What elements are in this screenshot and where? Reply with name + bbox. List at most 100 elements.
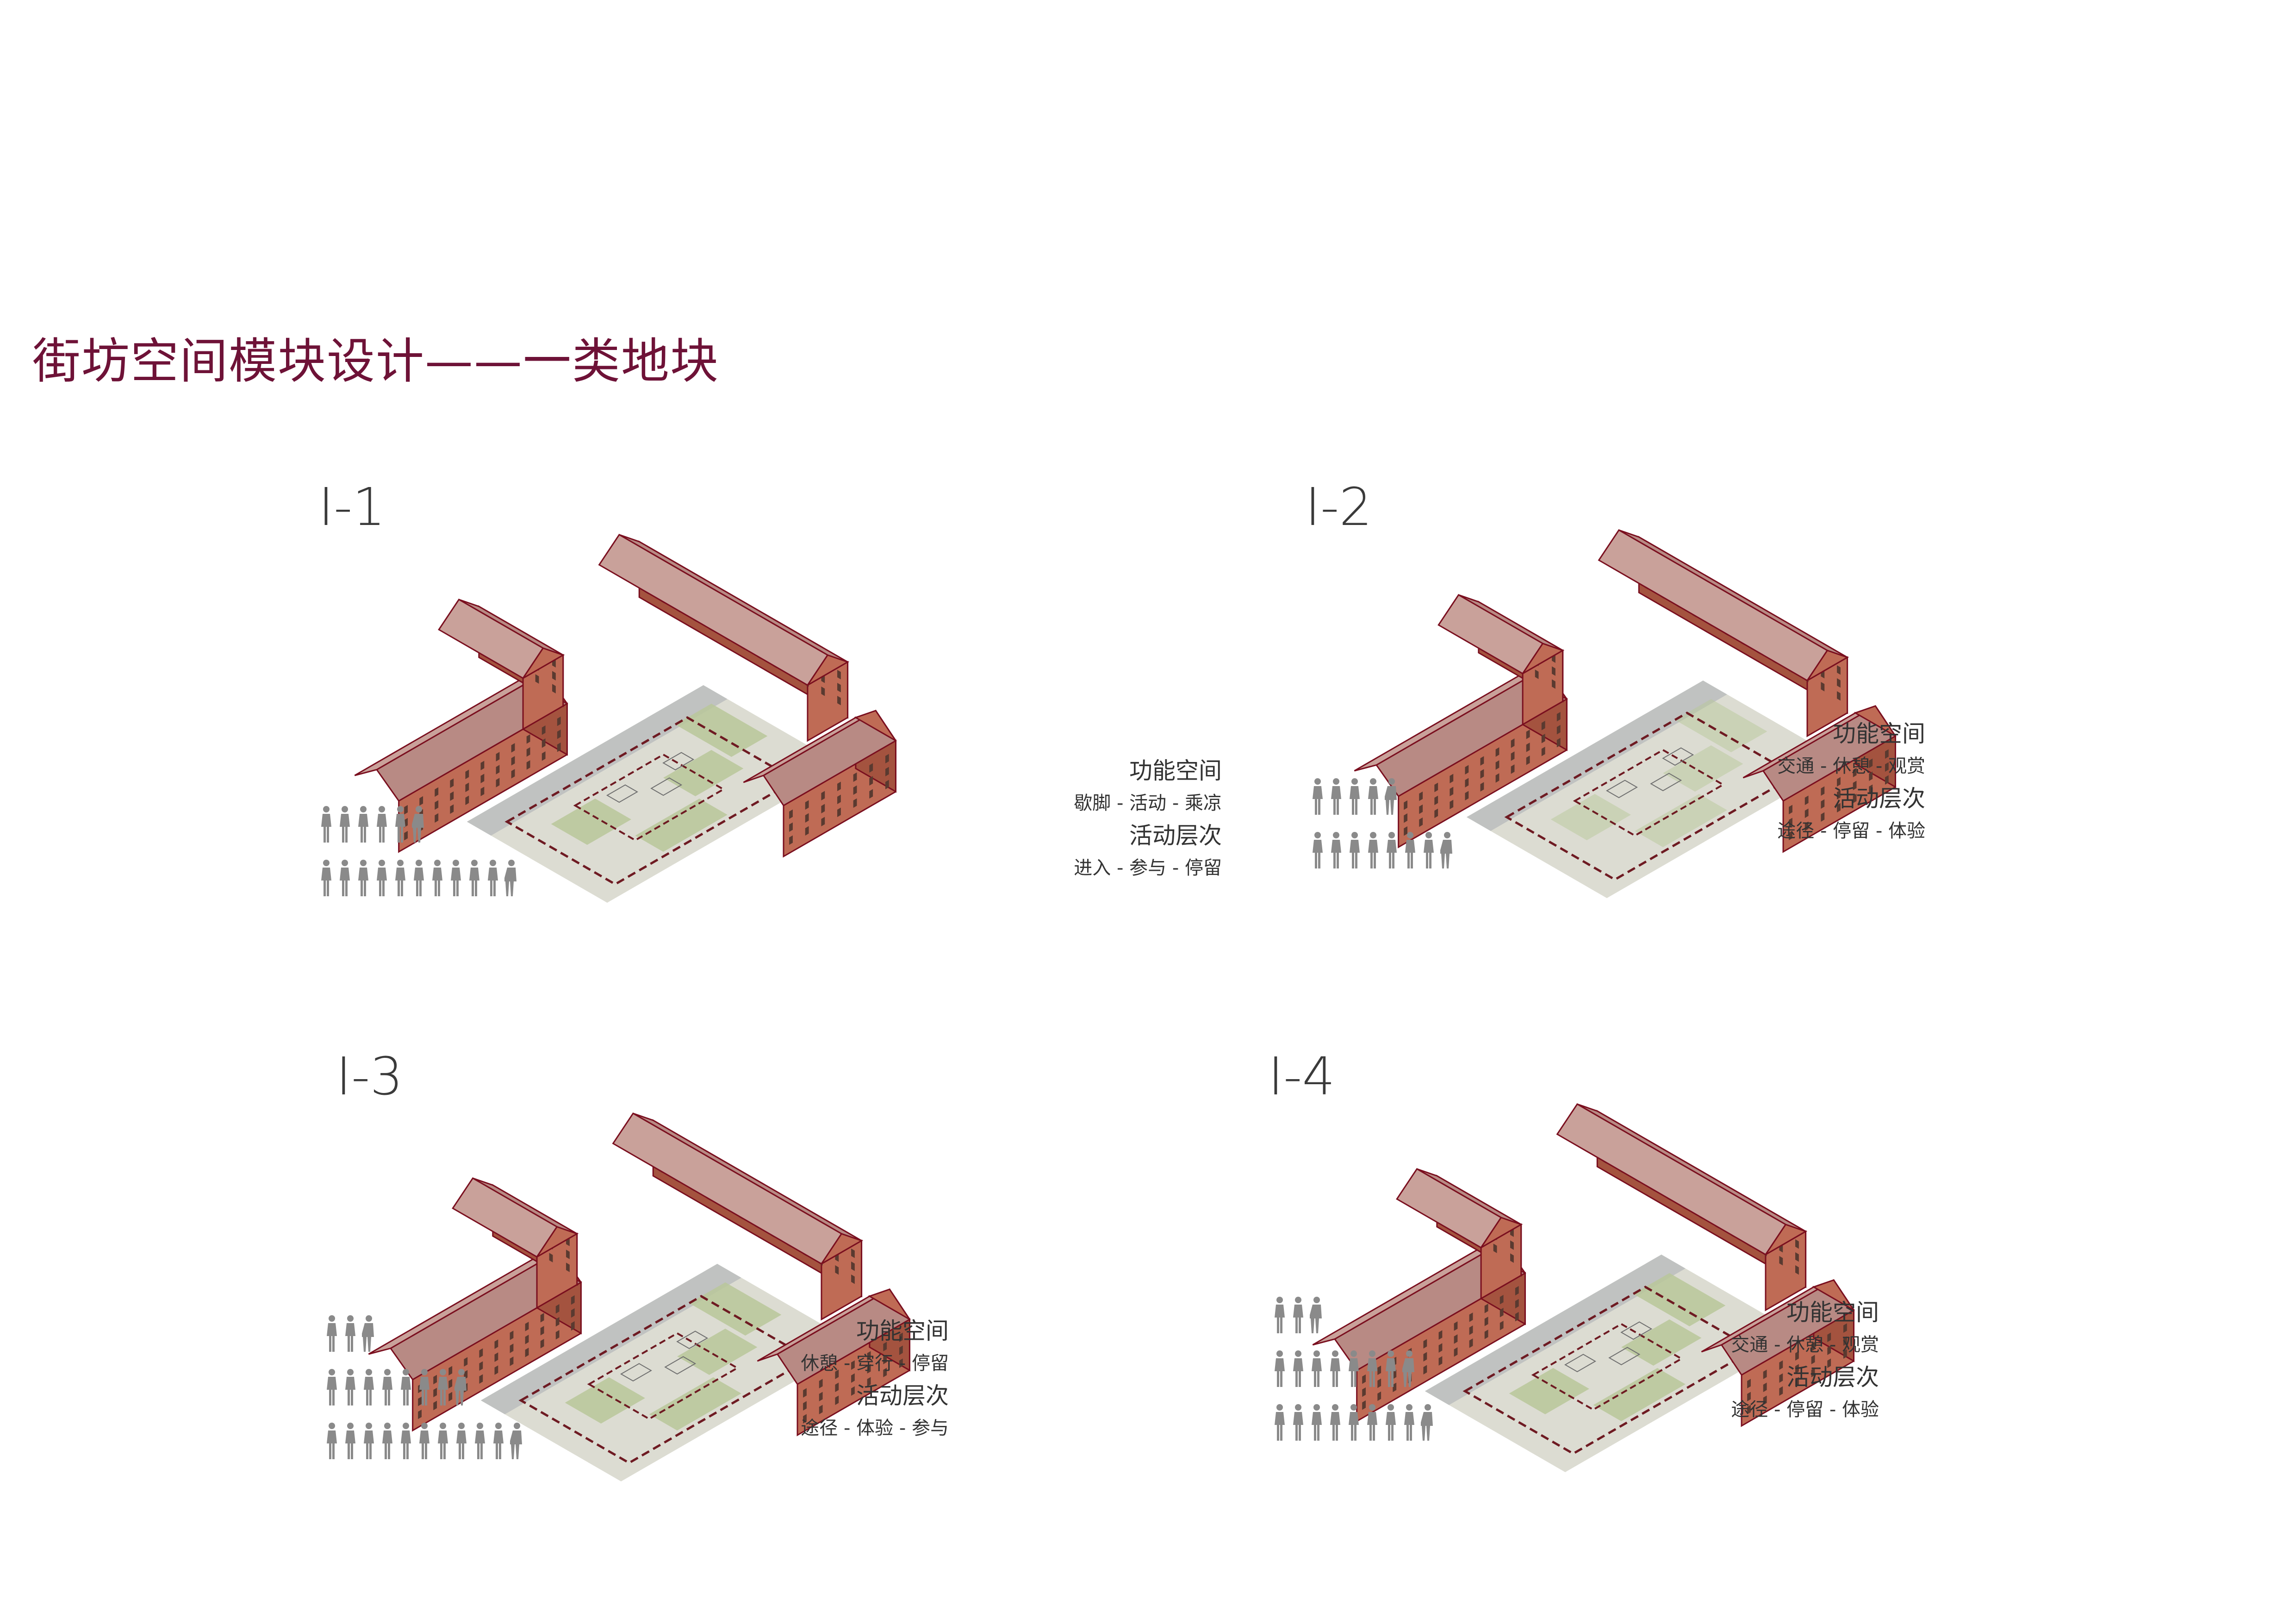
window bbox=[1495, 747, 1500, 757]
window bbox=[1510, 1240, 1514, 1250]
gable bbox=[807, 654, 850, 686]
green-patch bbox=[1633, 1273, 1726, 1326]
person-icon bbox=[327, 1423, 337, 1459]
person-icon bbox=[1424, 832, 1434, 868]
window bbox=[1377, 1391, 1381, 1401]
gable bbox=[1480, 1217, 1523, 1249]
window bbox=[1885, 762, 1889, 772]
window bbox=[1480, 769, 1484, 779]
window bbox=[1438, 1343, 1443, 1353]
person-icon bbox=[1312, 1350, 1322, 1387]
window bbox=[566, 1262, 570, 1272]
building-wing-south bbox=[743, 709, 897, 858]
window bbox=[1454, 1334, 1458, 1344]
window bbox=[821, 687, 825, 696]
person-icon bbox=[1293, 1404, 1303, 1441]
window bbox=[540, 1326, 544, 1336]
window bbox=[1484, 1304, 1488, 1313]
info-block: 功能空间 歇脚 - 活动 - 乘凉 活动层次 进入 - 参与 - 停留 bbox=[944, 755, 1222, 884]
gable bbox=[1522, 643, 1565, 675]
person-icon bbox=[1385, 778, 1397, 815]
person-icon bbox=[364, 1369, 374, 1405]
green-patch bbox=[1675, 699, 1767, 752]
person-icon bbox=[432, 860, 442, 896]
window bbox=[1821, 799, 1825, 809]
activity-zone-outline bbox=[587, 1332, 740, 1420]
window bbox=[525, 1335, 529, 1344]
window bbox=[494, 1339, 498, 1349]
window bbox=[557, 742, 561, 752]
pergola bbox=[1605, 780, 1638, 799]
window bbox=[1869, 771, 1873, 781]
window bbox=[1556, 725, 1561, 735]
window bbox=[1843, 1349, 1847, 1359]
building-wing-northwest bbox=[1396, 1168, 1523, 1300]
person-icon bbox=[438, 1369, 448, 1405]
people-row bbox=[1273, 1404, 1435, 1442]
person-icon bbox=[321, 860, 331, 896]
window bbox=[404, 805, 408, 815]
window bbox=[510, 1356, 514, 1366]
window bbox=[1804, 795, 1809, 805]
pergola bbox=[1608, 1347, 1641, 1366]
person-icon bbox=[327, 1369, 337, 1405]
window bbox=[1500, 1308, 1504, 1318]
window bbox=[867, 1377, 871, 1387]
window bbox=[435, 800, 439, 810]
window bbox=[1423, 1352, 1427, 1362]
window bbox=[1465, 791, 1469, 800]
window bbox=[835, 1265, 839, 1275]
person-icon bbox=[1275, 1350, 1285, 1387]
window bbox=[837, 696, 841, 706]
window bbox=[555, 1304, 560, 1314]
building-wing-east bbox=[598, 533, 850, 742]
window bbox=[1362, 1400, 1366, 1410]
building-wing-north bbox=[368, 1250, 582, 1432]
window bbox=[805, 826, 809, 836]
pergola bbox=[1650, 773, 1682, 792]
window bbox=[1552, 666, 1556, 676]
panel-i-1: I-1 功能空间 歇脚 - 活动 - 乘凉 活动层次 进入 - 参与 - 停留 bbox=[305, 431, 1231, 986]
window bbox=[1837, 691, 1841, 701]
window bbox=[1469, 1325, 1473, 1335]
building-wing-east bbox=[1598, 529, 1849, 737]
window bbox=[1779, 1360, 1783, 1370]
window bbox=[1535, 669, 1539, 679]
window bbox=[819, 1405, 823, 1414]
window bbox=[1469, 1338, 1473, 1348]
panel-label: I-3 bbox=[336, 1047, 403, 1107]
window bbox=[480, 761, 485, 770]
function-heading: 功能空间 bbox=[1129, 757, 1222, 784]
window bbox=[1837, 678, 1841, 688]
person-icon bbox=[362, 1315, 374, 1352]
window bbox=[1811, 1368, 1815, 1377]
window bbox=[1454, 1321, 1458, 1331]
window bbox=[1885, 749, 1889, 759]
window bbox=[883, 1355, 887, 1364]
activity-zone-outline bbox=[1573, 749, 1725, 837]
window bbox=[1495, 760, 1500, 770]
person-icon bbox=[1368, 832, 1378, 868]
person-icon bbox=[1386, 1350, 1396, 1387]
window bbox=[837, 807, 841, 817]
window bbox=[541, 751, 546, 761]
window bbox=[1434, 808, 1438, 818]
window bbox=[404, 831, 408, 841]
window bbox=[803, 1401, 807, 1411]
window bbox=[867, 1351, 871, 1361]
window bbox=[1763, 1395, 1767, 1405]
isometric-block-diagram bbox=[1312, 1103, 1858, 1518]
panel-i-3: I-3 功能空间 休憩 - 穿行 - 停留 活动层次 途径 - 体验 - 参与 bbox=[319, 1009, 1245, 1565]
people-row bbox=[319, 806, 518, 843]
window bbox=[1511, 764, 1515, 774]
page-title: 街坊空间模块设计——一类地块 bbox=[32, 333, 720, 389]
window bbox=[1795, 1265, 1799, 1275]
window bbox=[1511, 751, 1515, 761]
green-patch bbox=[677, 1329, 758, 1375]
shadow bbox=[1425, 1255, 1686, 1405]
window bbox=[1869, 758, 1873, 768]
window bbox=[851, 1262, 855, 1271]
building-wing-south bbox=[1701, 1279, 1855, 1427]
pergola bbox=[620, 1363, 652, 1382]
people-rows bbox=[1273, 1296, 1435, 1457]
